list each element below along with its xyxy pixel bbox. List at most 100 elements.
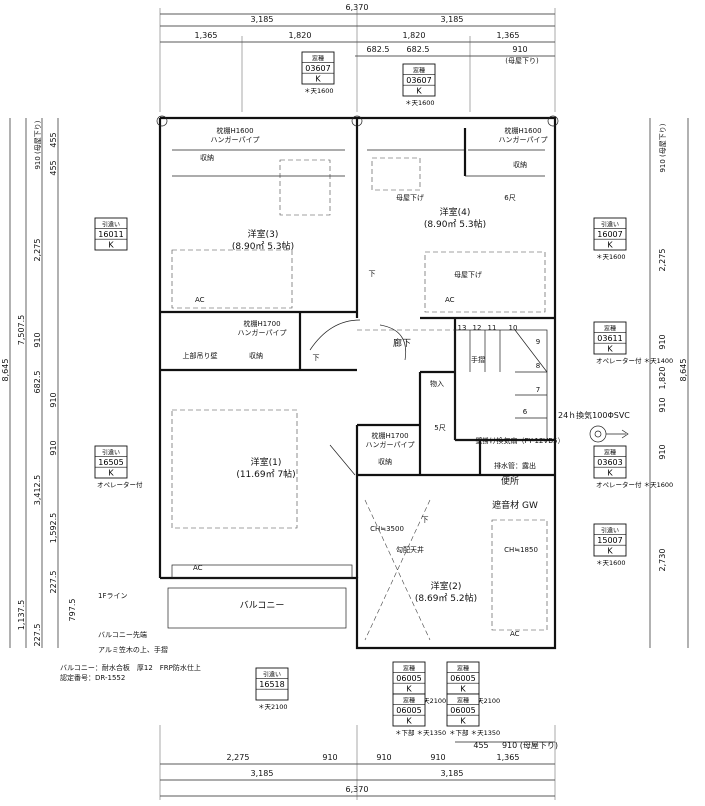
svg-text:910 (母屋下り): 910 (母屋下り) xyxy=(659,123,667,172)
svg-text:2,275: 2,275 xyxy=(658,249,667,272)
window-tag-note: ＊下部 ＊天1350 xyxy=(449,728,500,737)
svg-text:910: 910 xyxy=(658,334,667,349)
window-tag-kind: 引違い xyxy=(263,671,281,679)
svg-text:1,592.5: 1,592.5 xyxy=(49,513,58,544)
svg-text:枕棚H1600: 枕棚H1600 xyxy=(504,126,541,135)
svg-text:2,275: 2,275 xyxy=(227,753,250,762)
window-tag-kind: 窓種 xyxy=(457,697,469,705)
svg-text:8: 8 xyxy=(536,362,540,370)
svg-text:2,275: 2,275 xyxy=(33,239,42,262)
svg-text:227.5: 227.5 xyxy=(33,624,42,647)
window-tag-type: K xyxy=(607,469,613,478)
svg-text:ハンガーパイプ: ハンガーパイプ xyxy=(366,440,415,449)
window-tag-note: オペレーター付 ＊天1600 xyxy=(596,480,673,489)
svg-text:910: 910 xyxy=(658,397,667,412)
svg-text:3,412.5: 3,412.5 xyxy=(33,475,42,506)
window-tag-note: ＊下部 ＊天1350 xyxy=(395,728,446,737)
walls xyxy=(158,116,557,650)
dim-right-total: 8,645 xyxy=(679,359,688,382)
window-tag-type: K xyxy=(460,717,466,726)
svg-text:3,185: 3,185 xyxy=(441,15,464,24)
svg-text:ハンガーパイプ: ハンガーパイプ xyxy=(238,328,287,337)
svg-text:収納: 収納 xyxy=(378,457,392,466)
svg-text:1,820: 1,820 xyxy=(658,367,667,390)
svg-text:排水管：露出: 排水管：露出 xyxy=(494,461,536,470)
svg-text:ハンガーパイプ: ハンガーパイプ xyxy=(211,135,260,144)
svg-text:455: 455 xyxy=(473,741,488,750)
svg-text:1,820: 1,820 xyxy=(403,31,426,40)
svg-text:5尺: 5尺 xyxy=(434,424,445,432)
svg-text:収納: 収納 xyxy=(249,351,263,360)
window-tag-kind: 引違い xyxy=(102,449,120,457)
svg-text:母屋下げ: 母屋下げ xyxy=(454,270,482,279)
hall-label: 廊下 xyxy=(393,337,411,349)
room-labels: 洋室(3) (8.90㎡ 5.3帖) 洋室(4) (8.90㎡ 5.3帖) 洋室… xyxy=(183,153,528,611)
svg-text:遮音材 GW: 遮音材 GW xyxy=(492,499,538,511)
svg-text:壁掛け換気扇（FY-12VB5）: 壁掛け換気扇（FY-12VB5） xyxy=(476,436,565,445)
svg-text:1,820: 1,820 xyxy=(289,31,312,40)
storage-label-1: 物入 xyxy=(430,379,444,388)
window-tag-code: 03603 xyxy=(597,458,622,467)
window-tag-note: オペレーター付 ＊天1400 xyxy=(596,356,673,365)
window-tag-type: K xyxy=(406,717,412,726)
svg-text:枕棚H1600: 枕棚H1600 xyxy=(216,126,253,135)
svg-text:AC: AC xyxy=(193,564,203,572)
window-tag-note: ＊天1600 xyxy=(596,559,626,567)
furniture xyxy=(167,157,548,641)
window-tag-code: 16518 xyxy=(259,680,284,689)
svg-text:枕棚H1700: 枕棚H1700 xyxy=(371,431,408,440)
window-tag-note: ＊天1600 xyxy=(405,99,435,107)
svg-text:(母屋下り): (母屋下り) xyxy=(505,57,539,65)
bottom-dimensions: 455 910 (母屋下り) 2,275 910 910 910 1,365 3… xyxy=(159,725,558,800)
svg-text:バルコニー：耐水合板 厚12 FRP防水仕上: バルコニー：耐水合板 厚12 FRP防水仕上 xyxy=(60,663,201,672)
svg-text:1,137.5: 1,137.5 xyxy=(17,600,26,631)
svg-text:1Fライン: 1Fライン xyxy=(98,592,127,600)
toilet-label: 便所 xyxy=(501,475,519,487)
svg-text:6: 6 xyxy=(523,408,528,416)
window-tag-note: ＊天2100 xyxy=(258,703,288,711)
window-tag-kind: 窓種 xyxy=(413,67,425,75)
columns xyxy=(156,115,559,127)
svg-text:下: 下 xyxy=(313,354,320,362)
svg-text:3,185: 3,185 xyxy=(251,769,274,778)
svg-text:910: 910 xyxy=(658,444,667,459)
svg-text:手摺: 手摺 xyxy=(471,355,485,364)
svg-text:910 (母屋下り): 910 (母屋下り) xyxy=(34,120,42,169)
svg-text:1,365: 1,365 xyxy=(497,753,520,762)
svg-text:682.5: 682.5 xyxy=(33,371,42,394)
svg-text:ハンガーパイプ: ハンガーパイプ xyxy=(499,135,548,144)
window-tags: 窓種03607K＊天1600窓種03607K＊天1600引違い16011K引違い… xyxy=(94,51,673,737)
room2-name: 洋室(2) xyxy=(431,580,462,592)
svg-text:12: 12 xyxy=(473,324,482,332)
window-tag-type: K xyxy=(460,685,466,694)
room2-area: (8.69㎡ 5.2帖) xyxy=(415,592,477,604)
svg-text:収納: 収納 xyxy=(200,153,214,162)
svg-text:910: 910 xyxy=(512,45,527,54)
window-tag-code: 03607 xyxy=(305,64,330,73)
svg-text:勾配天井: 勾配天井 xyxy=(396,545,424,554)
svg-text:455: 455 xyxy=(49,160,58,175)
window-tag-kind: 窓種 xyxy=(312,55,324,63)
svg-text:下: 下 xyxy=(422,516,429,524)
svg-text:3,185: 3,185 xyxy=(251,15,274,24)
dim-top-total: 6,370 xyxy=(346,3,369,12)
window-tag-kind: 窓種 xyxy=(403,665,415,673)
window-tag-code: 06005 xyxy=(450,706,475,715)
window-tag-type: K xyxy=(607,345,613,354)
svg-text:認定番号：DR-1552: 認定番号：DR-1552 xyxy=(60,673,125,682)
window-tag-type: K xyxy=(607,547,613,556)
svg-text:CH≒3500: CH≒3500 xyxy=(370,525,404,533)
svg-text:910 (母屋下り): 910 (母屋下り) xyxy=(502,741,558,750)
svg-text:910: 910 xyxy=(322,753,337,762)
svg-text:910: 910 xyxy=(49,392,58,407)
room4-name: 洋室(4) xyxy=(440,206,471,218)
svg-text:3,185: 3,185 xyxy=(441,769,464,778)
svg-text:7,507.5: 7,507.5 xyxy=(17,315,26,346)
